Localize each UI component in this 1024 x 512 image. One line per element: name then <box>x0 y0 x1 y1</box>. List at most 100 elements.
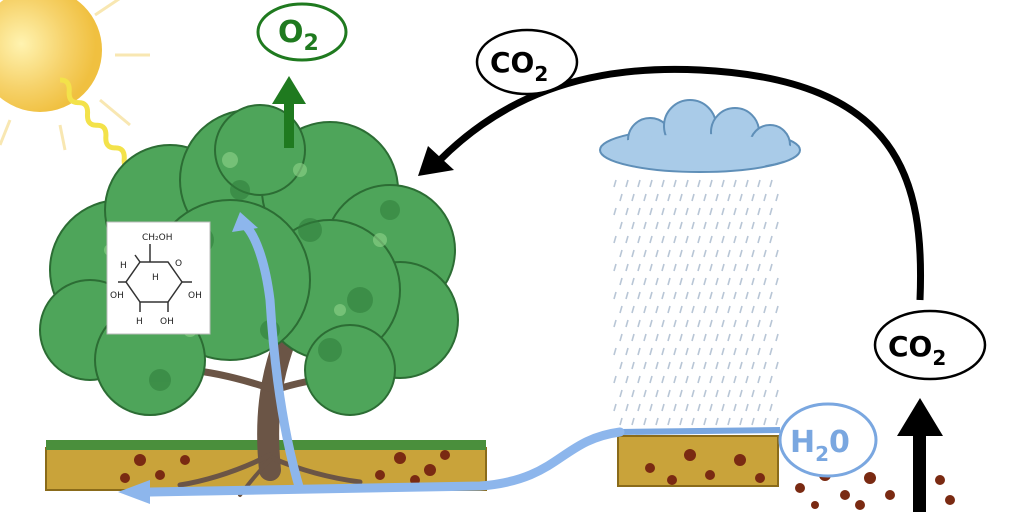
raindrop <box>637 319 641 328</box>
raindrop <box>733 291 737 300</box>
raindrop <box>637 235 641 244</box>
sun-icon <box>0 0 150 151</box>
raindrop <box>679 277 683 286</box>
raindrop <box>769 347 773 356</box>
raindrop <box>709 375 713 384</box>
raindrop <box>679 417 683 426</box>
raindrop <box>727 193 731 202</box>
raindrop <box>625 207 629 216</box>
raindrop <box>619 277 623 286</box>
raindrop <box>769 263 773 272</box>
raindrop <box>691 221 695 230</box>
raindrop <box>721 291 725 300</box>
raindrop <box>691 277 695 286</box>
raindrop <box>631 193 635 202</box>
raindrop <box>745 403 749 412</box>
raindrop <box>709 235 713 244</box>
raindrop <box>613 235 617 244</box>
raindrop <box>775 417 779 426</box>
raindrop <box>661 347 665 356</box>
raindrop <box>655 277 659 286</box>
soil-right <box>617 435 779 487</box>
raindrop <box>751 249 755 258</box>
raindrop <box>745 375 749 384</box>
raindrop <box>691 193 695 202</box>
co2-right-main: CO <box>888 330 932 363</box>
raindrop <box>703 389 707 398</box>
raindrop <box>661 207 665 216</box>
raindrop <box>643 277 647 286</box>
raindrop <box>637 347 641 356</box>
h2o-o: 0 <box>829 425 850 460</box>
raindrop <box>649 179 653 188</box>
raindrop <box>679 389 683 398</box>
raindrop <box>709 263 713 272</box>
rain <box>613 179 779 426</box>
raindrop <box>649 263 653 272</box>
raindrop <box>751 305 755 314</box>
raindrop <box>613 207 617 216</box>
raindrop <box>691 389 695 398</box>
raindrop <box>703 193 707 202</box>
raindrop <box>691 417 695 426</box>
raindrop <box>727 305 731 314</box>
raindrop <box>619 389 623 398</box>
raindrop <box>679 249 683 258</box>
raindrop <box>769 179 773 188</box>
raindrop <box>631 389 635 398</box>
raindrop <box>721 263 725 272</box>
raindrop <box>763 361 767 370</box>
raindrop <box>643 417 647 426</box>
raindrop <box>703 333 707 342</box>
raindrop <box>709 179 713 188</box>
co2-right-sub: 2 <box>932 346 946 370</box>
raindrop <box>775 277 779 286</box>
raindrop <box>685 235 689 244</box>
o2-bubble: O2 <box>256 2 348 62</box>
svg-text:CO2: CO2 <box>888 330 946 370</box>
raindrop <box>775 389 779 398</box>
glucose-h1: H <box>120 261 127 271</box>
glucose-h3: H <box>152 273 159 283</box>
raindrop <box>745 179 749 188</box>
raindrop <box>643 249 647 258</box>
raindrop <box>775 221 779 230</box>
raindrop <box>763 305 767 314</box>
raindrop <box>769 207 773 216</box>
raindrop <box>757 375 761 384</box>
raindrop <box>739 193 743 202</box>
raindrop <box>763 277 767 286</box>
raindrop <box>673 347 677 356</box>
raindrop <box>715 221 719 230</box>
raindrop <box>745 207 749 216</box>
raindrop <box>619 305 623 314</box>
raindrop <box>631 305 635 314</box>
raindrop <box>613 179 617 188</box>
raindrop <box>739 277 743 286</box>
raindrop <box>745 263 749 272</box>
raindrop <box>667 389 671 398</box>
raindrop <box>667 305 671 314</box>
raindrop <box>625 291 629 300</box>
raindrop <box>631 333 635 342</box>
raindrop <box>703 249 707 258</box>
raindrop <box>745 235 749 244</box>
raindrop <box>727 221 731 230</box>
raindrop <box>631 221 635 230</box>
co2-bubble-right: CO2 <box>873 309 987 381</box>
raindrop <box>667 361 671 370</box>
raindrop <box>763 333 767 342</box>
raindrop <box>715 389 719 398</box>
raindrop <box>649 319 653 328</box>
raindrop <box>727 417 731 426</box>
glucose-h2: H <box>136 317 143 327</box>
raindrop <box>751 193 755 202</box>
raindrop <box>703 277 707 286</box>
glucose-molecule: CH₂OH O H OH H OH OH H <box>106 221 211 335</box>
raindrop <box>685 179 689 188</box>
h2o-h: H <box>790 425 815 460</box>
raindrop <box>667 333 671 342</box>
raindrop <box>613 347 617 356</box>
